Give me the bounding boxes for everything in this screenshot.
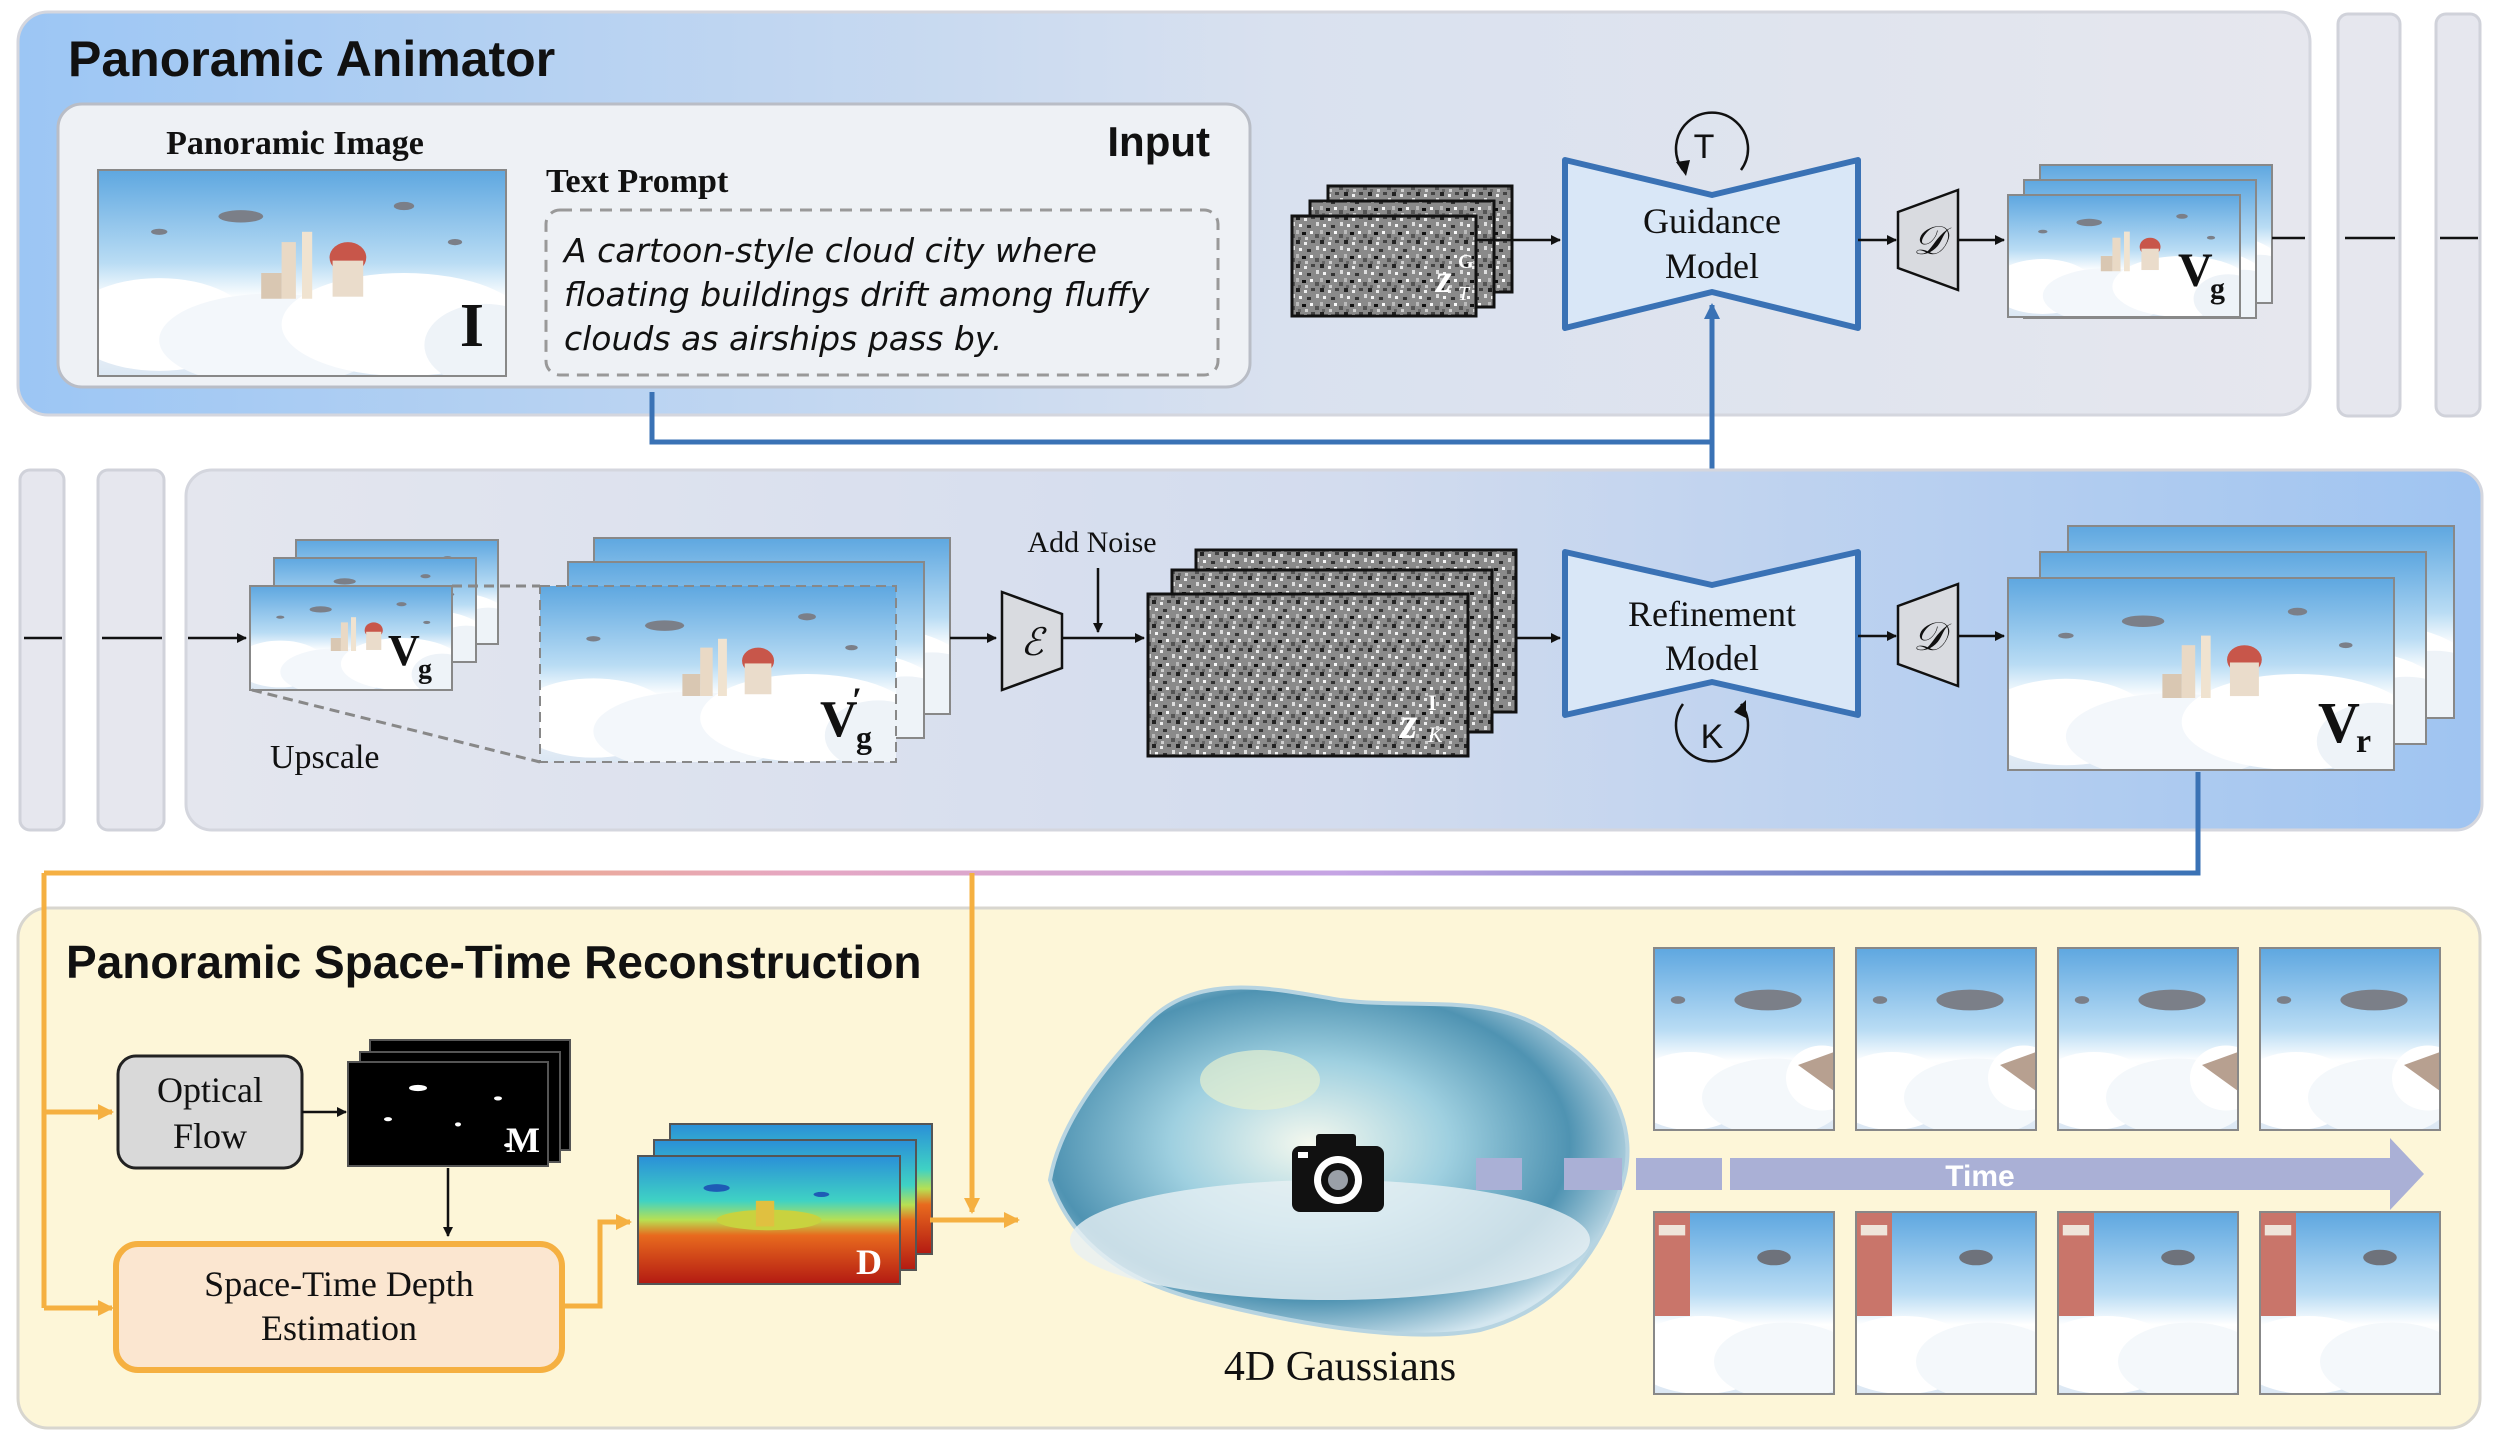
svg-text:K: K xyxy=(1427,722,1444,747)
prompt-connector xyxy=(649,392,1712,445)
time-label: Time xyxy=(1945,1160,2014,1193)
svg-text:Flow: Flow xyxy=(173,1116,247,1156)
loop-k-icon: K xyxy=(1674,700,1750,763)
vg-video-stack: V g xyxy=(2007,164,2273,319)
svg-text:G: G xyxy=(1458,251,1474,273)
animator-title: Panoramic Animator xyxy=(68,31,555,87)
svg-text:V: V xyxy=(2178,244,2213,297)
output-views-bottom xyxy=(1653,1211,2441,1395)
reconstruction-panel: Panoramic Space-Time Reconstruction Opti… xyxy=(16,873,2482,1430)
svg-text:K: K xyxy=(1701,718,1724,756)
svg-text:T: T xyxy=(1694,128,1715,166)
svg-text:V: V xyxy=(388,626,420,675)
svg-text:V: V xyxy=(820,691,858,748)
refinement-label-2: Model xyxy=(1665,638,1759,678)
panoramic-image-label: Panoramic Image xyxy=(166,125,424,162)
svg-text:D: D xyxy=(856,1242,882,1282)
panoramic-animator-panel: Panoramic Animator Input Panoramic Image… xyxy=(16,10,2312,417)
refinement-label-1: Refinement xyxy=(1628,594,1796,634)
text-prompt-box xyxy=(544,208,1220,377)
gaussians-label: 4D Gaussians xyxy=(1224,1344,1456,1390)
prompt-line-1: A cartoon-style cloud city where xyxy=(562,231,1097,270)
optical-flow-box: Optical Flow xyxy=(116,1054,304,1170)
svg-text:V: V xyxy=(2318,690,2360,755)
depth-map-stack: D xyxy=(637,1123,933,1285)
svg-text:r: r xyxy=(2356,723,2371,760)
guidance-label-1: Guidance xyxy=(1643,201,1781,241)
input-label: Input xyxy=(1107,118,1210,165)
noise-symbol-guidance: z xyxy=(1434,256,1452,301)
refinement-model: Refinement Model xyxy=(1562,549,1861,718)
camera-icon xyxy=(1292,1134,1384,1212)
panoramic-image: I xyxy=(97,169,507,377)
svg-text:ℰ: ℰ xyxy=(1020,620,1047,664)
noise-latent-refine: z I K xyxy=(1146,548,1518,758)
svg-text:′: ′ xyxy=(852,680,862,720)
depth-estimation-box: Space-Time Depth Estimation xyxy=(113,1241,565,1373)
svg-text:z: z xyxy=(1398,699,1417,748)
reconstruction-title: Panoramic Space-Time Reconstruction xyxy=(66,936,922,988)
time-arrow: Time xyxy=(1476,1138,2424,1210)
svg-text:g: g xyxy=(2210,272,2225,305)
prompt-line-2: floating buildings drift among fluffy xyxy=(564,275,1150,314)
svg-text:g: g xyxy=(418,654,432,685)
frame-transition-left xyxy=(18,468,166,832)
add-noise-label: Add Noise xyxy=(1027,526,1156,559)
vg-small-stack: V g xyxy=(249,539,499,691)
svg-text:g: g xyxy=(856,719,872,755)
noise-latent-guidance: z G T xyxy=(1290,184,1514,318)
text-prompt-label: Text Prompt xyxy=(546,163,729,200)
svg-text:T: T xyxy=(1458,283,1471,305)
vr-video-stack: V r xyxy=(2007,525,2455,771)
loop-t-icon: T xyxy=(1674,111,1750,176)
guidance-model: Guidance Model xyxy=(1562,157,1861,331)
vg-prime-stack: V ′ g xyxy=(539,537,951,763)
decoder-refine: 𝒟 xyxy=(1896,582,1960,688)
refinement-panel: V g Upscale V ′ g ℰ Add Noise xyxy=(184,468,2484,832)
svg-text:I: I xyxy=(1428,690,1437,715)
decoder-guidance: 𝒟 xyxy=(1896,188,1960,292)
prompt-line-3: clouds as airships pass by. xyxy=(564,319,1002,358)
upscale-label: Upscale xyxy=(270,739,380,776)
frame-transition-right xyxy=(2336,12,2482,418)
image-symbol: I xyxy=(460,292,484,360)
output-views-top xyxy=(1653,947,2441,1131)
encoder: ℰ xyxy=(1000,590,1064,692)
svg-text:Estimation: Estimation xyxy=(261,1308,417,1348)
svg-text:M: M xyxy=(506,1120,540,1160)
input-box: Input Panoramic Image I Text Prompt A ca… xyxy=(56,102,1252,389)
motion-mask-stack: M xyxy=(347,1039,571,1167)
svg-text:Space-Time Depth: Space-Time Depth xyxy=(204,1264,474,1304)
guidance-label-2: Model xyxy=(1665,246,1759,286)
svg-text:Optical: Optical xyxy=(157,1070,263,1110)
